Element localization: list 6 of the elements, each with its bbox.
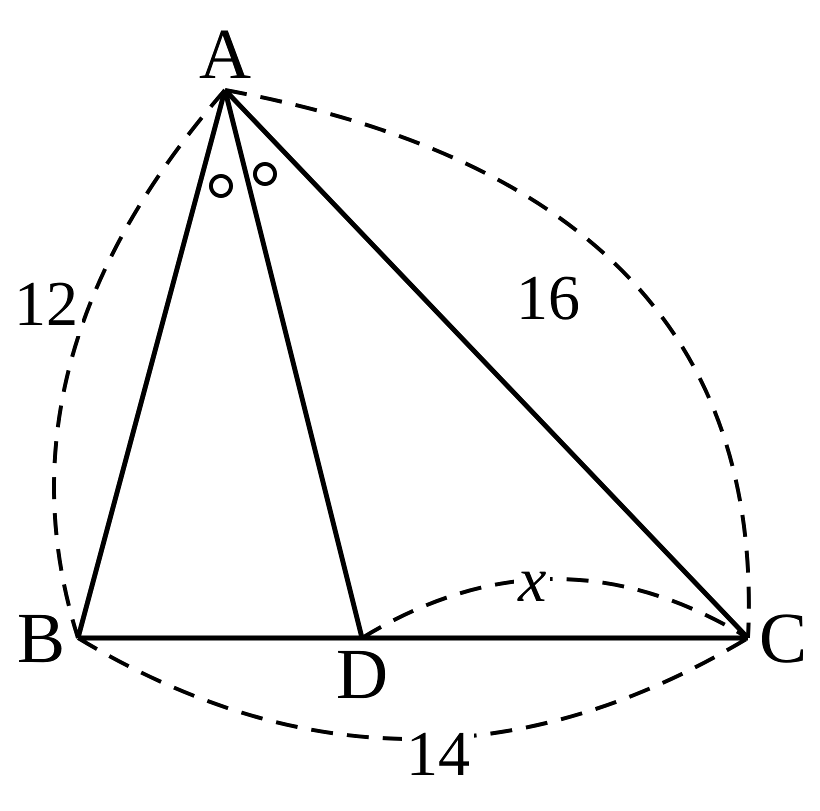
vertex-label: A — [190, 18, 260, 90]
vertex-label: C — [748, 603, 818, 673]
line-segment — [362, 636, 748, 640]
line-segment — [78, 636, 362, 640]
vertex-label: B — [4, 603, 78, 673]
vertex-label: D — [327, 638, 397, 710]
